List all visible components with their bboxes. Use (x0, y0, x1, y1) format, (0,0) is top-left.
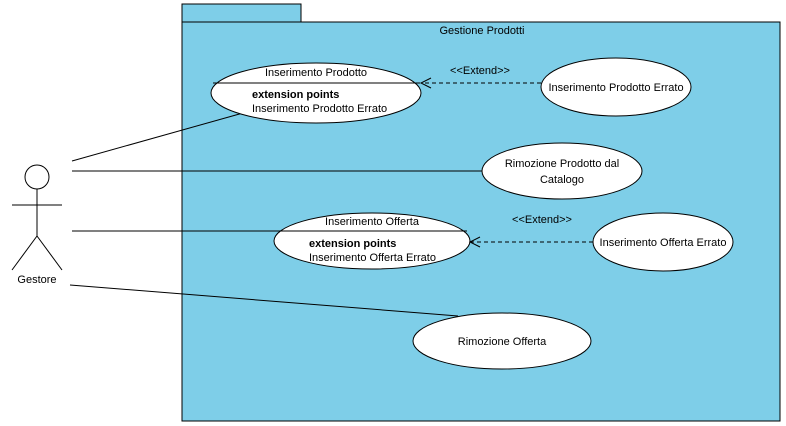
usecase-rimozione-offerta-shape (412, 312, 592, 370)
package-title: Gestione Prodotti (440, 25, 525, 37)
usecase-inserimento-offerta: Inserimento Offerta extension points Ins… (273, 212, 471, 270)
usecase-inserimento-offerta-errato: Inserimento Offerta Errato (592, 212, 734, 272)
usecase-inserimento-offerta-ext-heading: extension points (309, 238, 396, 250)
usecase-inserimento-offerta-shape (273, 212, 471, 270)
assoc-inserimento-prodotto (71, 112, 244, 162)
usecase-rimozione-prodotto-shape (481, 142, 643, 200)
usecase-rimozione-prodotto-line1: Rimozione Prodotto dal (505, 158, 619, 170)
usecase-rimozione-offerta-label: Rimozione Offerta (458, 336, 547, 348)
extend-offerta-label: <<Extend>> (512, 214, 572, 226)
associations (69, 112, 483, 317)
usecase-rimozione-offerta: Rimozione Offerta (412, 312, 592, 370)
extend-relation-offerta: <<Extend>> (468, 214, 593, 248)
usecase-inserimento-prodotto: Inserimento Prodotto extension points In… (210, 62, 422, 124)
assoc-rimozione-offerta (69, 284, 459, 317)
usecase-rimozione-prodotto: Rimozione Prodotto dal Catalogo (481, 142, 643, 200)
usecase-inserimento-offerta-title: Inserimento Offerta (325, 216, 420, 228)
usecase-inserimento-prodotto-ext-point: Inserimento Prodotto Errato (252, 103, 387, 115)
actor-head (24, 164, 50, 190)
usecase-inserimento-prodotto-errato: Inserimento Prodotto Errato (540, 57, 692, 117)
usecase-inserimento-prodotto-errato-shape (540, 57, 692, 117)
usecase-inserimento-prodotto-ext-heading: extension points (252, 89, 339, 101)
actor-gestore (11, 164, 63, 271)
extend-relation-prodotto: <<Extend>> (419, 65, 541, 89)
usecase-inserimento-prodotto-title: Inserimento Prodotto (265, 67, 367, 79)
actor-name: Gestore (17, 274, 56, 286)
usecase-inserimento-offerta-ext-point: Inserimento Offerta Errato (309, 252, 436, 264)
package-tab (181, 3, 302, 23)
extend-prodotto-label: <<Extend>> (450, 65, 510, 77)
usecase-inserimento-prodotto-errato-label: Inserimento Prodotto Errato (548, 82, 683, 94)
usecase-inserimento-offerta-errato-label: Inserimento Offerta Errato (600, 237, 727, 249)
usecase-rimozione-prodotto-line2: Catalogo (540, 174, 584, 186)
extend-prodotto-arrowhead (419, 77, 432, 89)
actor-left-leg (11, 235, 38, 271)
usecase-inserimento-prodotto-shape (210, 62, 422, 124)
actor-right-leg (36, 235, 63, 271)
extend-offerta-arrowhead (468, 236, 481, 248)
